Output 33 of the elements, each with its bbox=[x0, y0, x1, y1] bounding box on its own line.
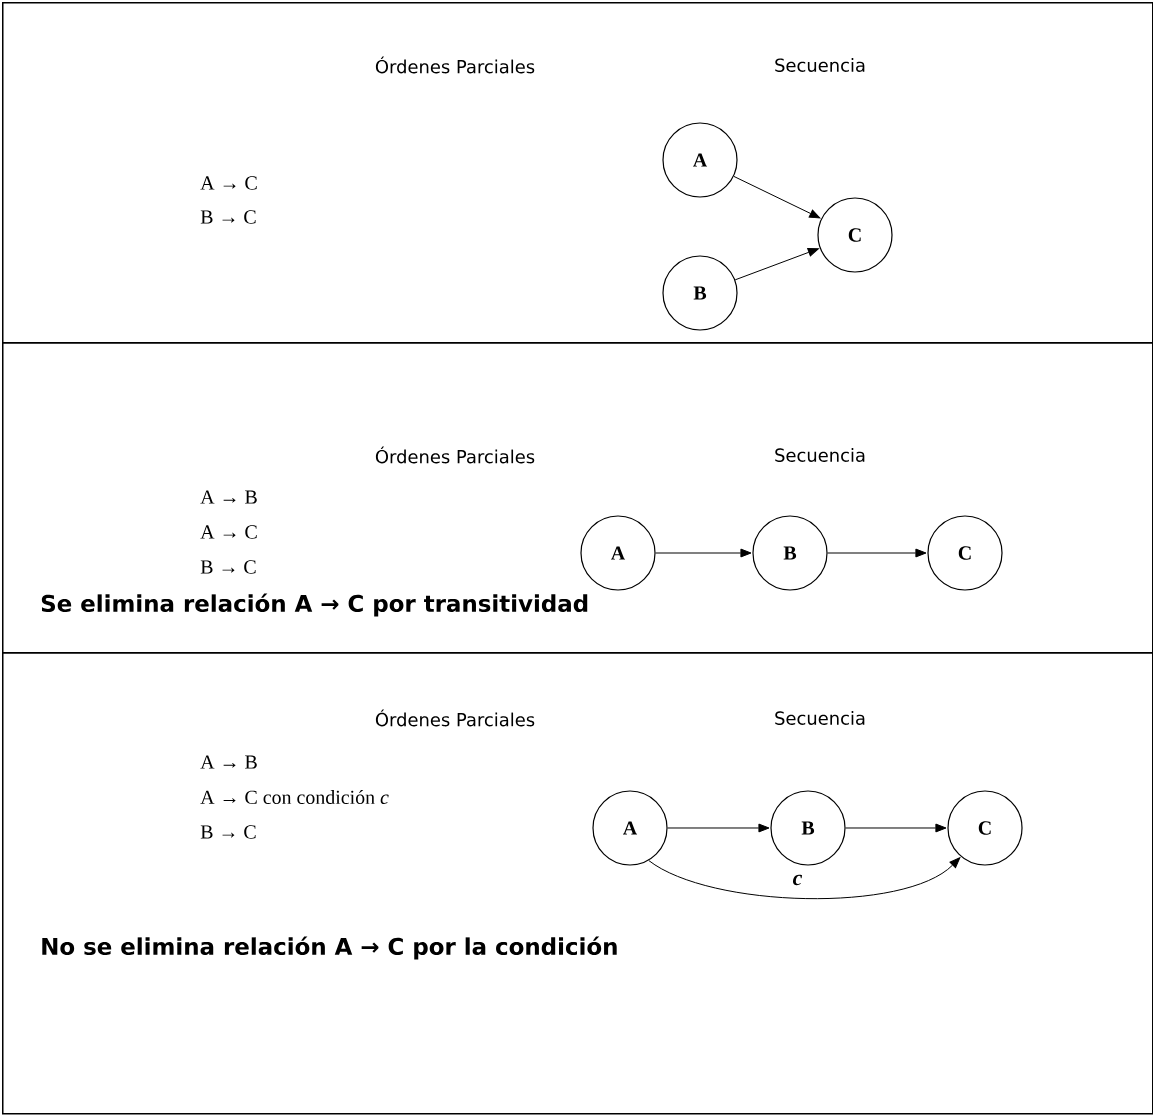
circle-node: A bbox=[580, 515, 656, 591]
column-heading: Secuencia bbox=[775, 711, 865, 725]
circle-node: A bbox=[592, 790, 668, 866]
order-relation: A → C bbox=[200, 525, 257, 539]
circle-node: C bbox=[947, 790, 1023, 866]
order-relation: B → C bbox=[200, 210, 256, 224]
order-relation: A → C con condición c bbox=[200, 789, 389, 804]
column-heading: Órdenes Parciales bbox=[375, 709, 535, 727]
arrow bbox=[648, 857, 961, 900]
circle-node: C bbox=[927, 515, 1003, 591]
note-text: No se elimina relación A → C por la condición bbox=[42, 936, 617, 960]
circle-node: A bbox=[662, 122, 738, 198]
arrow bbox=[655, 548, 752, 558]
edge-label: c bbox=[791, 873, 804, 887]
circle-node: C bbox=[817, 197, 893, 273]
order-relation: A → B bbox=[200, 490, 257, 504]
arrow bbox=[667, 823, 770, 833]
order-relation: B → C bbox=[200, 825, 256, 839]
circle-node: B bbox=[752, 515, 828, 591]
column-heading: Órdenes Parciales bbox=[375, 446, 535, 464]
column-heading: Secuencia bbox=[775, 448, 865, 462]
order-relation: A → C bbox=[200, 176, 257, 190]
order-relation: A → B bbox=[200, 755, 257, 769]
arrow bbox=[734, 248, 819, 281]
note-text: Se elimina relación A → C por transitividad bbox=[41, 593, 588, 617]
column-heading: Órdenes Parciales bbox=[375, 56, 535, 74]
circle-node: B bbox=[662, 255, 738, 331]
arrow bbox=[827, 548, 927, 558]
column-heading: Secuencia bbox=[775, 58, 865, 72]
arrow bbox=[845, 823, 947, 833]
order-relation: B → C bbox=[200, 560, 256, 574]
circle-node: B bbox=[770, 790, 846, 866]
arrow bbox=[733, 175, 821, 219]
